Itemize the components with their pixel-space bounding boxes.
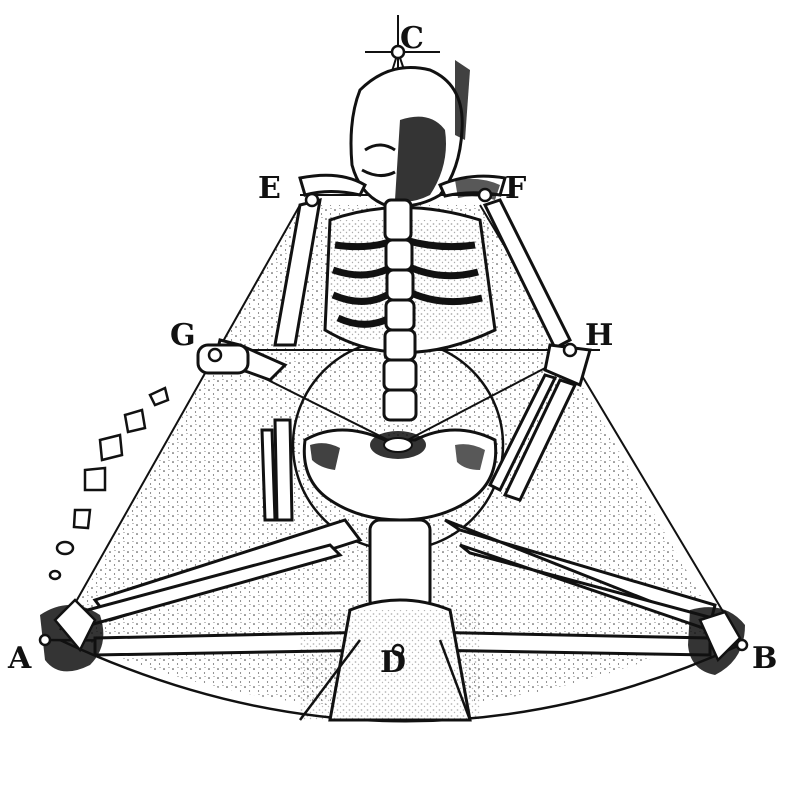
point-e-marker (306, 194, 318, 206)
label-f: F (505, 171, 526, 206)
spine (384, 200, 416, 420)
label-d: D (380, 645, 406, 680)
label-b: B (752, 641, 777, 676)
label-a: A (7, 641, 32, 676)
right-foot (688, 607, 745, 675)
label-e: E (258, 171, 281, 206)
label-h: H (585, 318, 613, 353)
point-f-marker (479, 189, 491, 201)
label-c: C (400, 21, 424, 56)
point-a-marker (40, 635, 50, 645)
point-b-marker (737, 640, 747, 650)
label-g: G (170, 318, 196, 353)
